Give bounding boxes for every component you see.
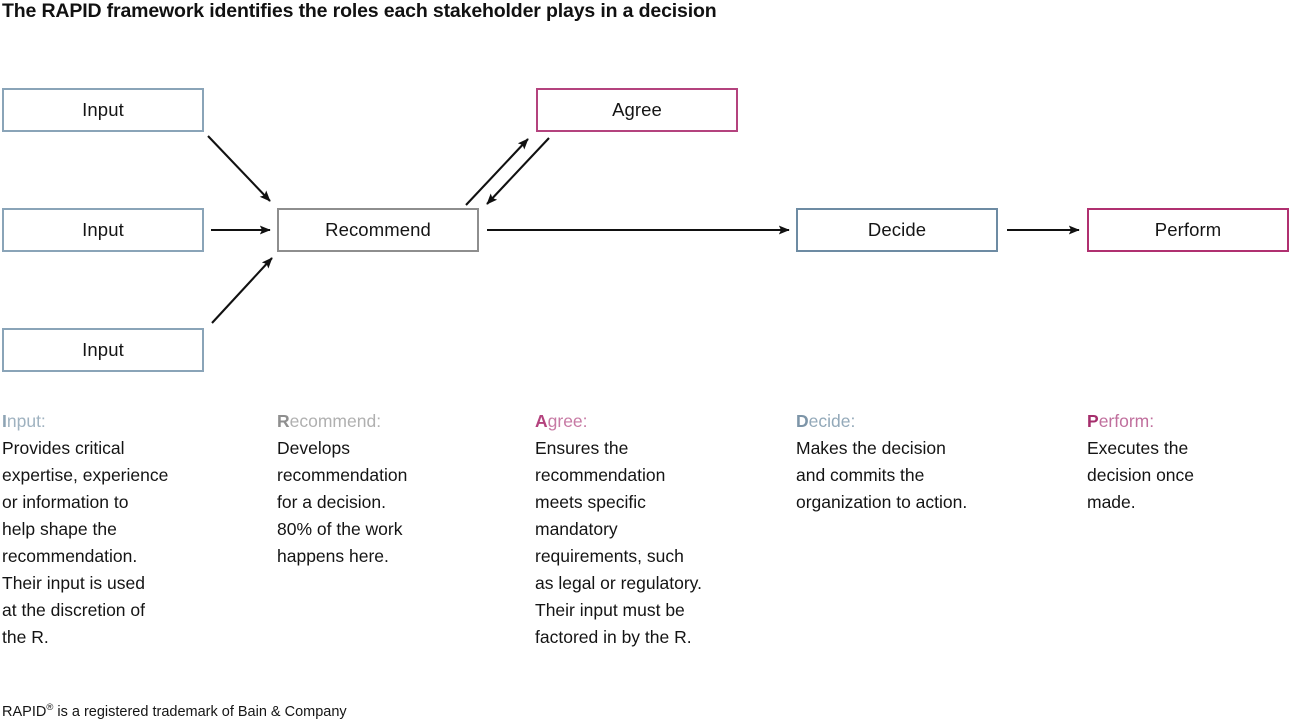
- arrow-input1-to-recommend: [207, 135, 271, 202]
- trademark-footnote: RAPID® is a registered trademark of Bain…: [2, 702, 347, 720]
- legend-item-recommend: Recommend: Develops recommendation for a…: [277, 408, 517, 570]
- legend-decide-rest: ecide:: [808, 411, 856, 431]
- legend-perform-lead: P: [1087, 411, 1099, 431]
- registered-trademark-icon: ®: [46, 702, 54, 713]
- legend-item-agree: Agree: Ensures the recommendation meets …: [535, 408, 787, 651]
- legend-agree-body: Ensures the recommendation meets specifi…: [535, 438, 702, 647]
- legend-decide-body: Makes the decision and commits the organ…: [796, 438, 968, 512]
- legend-perform-body: Executes the decision once made.: [1087, 438, 1195, 512]
- arrow-input3-to-recommend: [211, 257, 273, 324]
- arrow-recommend-to-agree: [465, 138, 529, 206]
- legend-input-lead: I: [2, 411, 7, 431]
- legend-input-rest: nput:: [6, 411, 46, 431]
- node-recommend-label: Recommend: [325, 219, 431, 240]
- node-input-3-label: Input: [82, 339, 124, 360]
- node-recommend[interactable]: Recommend: [277, 208, 479, 252]
- legend-item-decide: Decide: Makes the decision and commits t…: [796, 408, 1048, 516]
- legend-perform-rest: erform:: [1098, 411, 1155, 431]
- node-input-3[interactable]: Input: [2, 328, 204, 372]
- node-decide-label: Decide: [867, 219, 927, 240]
- legend-item-input: Input: Provides critical expertise, expe…: [2, 408, 252, 651]
- node-input-1[interactable]: Input: [2, 88, 204, 132]
- legend-input-heading: Input:: [2, 408, 252, 435]
- legend-input-body: Provides critical expertise, experience …: [2, 438, 169, 647]
- node-decide[interactable]: Decide: [796, 208, 998, 252]
- rapid-flow-diagram: Input Input Input Recommend Agree Decide…: [2, 88, 1289, 372]
- node-input-2-label: Input: [82, 219, 124, 240]
- legend-decide-lead: D: [796, 411, 809, 431]
- node-perform-label: Perform: [1154, 219, 1222, 240]
- legend-agree-heading: Agree:: [535, 408, 787, 435]
- legend-recommend-heading: Recommend:: [277, 408, 517, 435]
- arrow-layer: [207, 135, 1080, 324]
- legend-item-perform: Perform: Executes the decision once made…: [1087, 408, 1287, 516]
- node-input-1-label: Input: [82, 99, 124, 120]
- legend-perform-heading: Perform:: [1087, 408, 1287, 435]
- node-agree[interactable]: Agree: [536, 88, 738, 132]
- legend-agree-rest: gree:: [547, 411, 588, 431]
- legend-agree-lead: A: [535, 411, 548, 431]
- legend-decide-heading: Decide:: [796, 408, 1048, 435]
- node-agree-label: Agree: [612, 99, 662, 120]
- node-input-2[interactable]: Input: [2, 208, 204, 252]
- footnote-post: is a registered trademark of Bain & Comp…: [53, 703, 347, 720]
- legend: Input: Provides critical expertise, expe…: [0, 408, 1292, 658]
- legend-recommend-body: Develops recommendation for a decision. …: [277, 438, 408, 566]
- legend-recommend-lead: R: [277, 411, 290, 431]
- footnote-pre: RAPID: [2, 703, 47, 720]
- page-title: The RAPID framework identifies the roles…: [2, 0, 717, 22]
- arrow-agree-to-recommend: [486, 137, 550, 205]
- node-perform[interactable]: Perform: [1087, 208, 1289, 252]
- legend-recommend-rest: ecommend:: [289, 411, 382, 431]
